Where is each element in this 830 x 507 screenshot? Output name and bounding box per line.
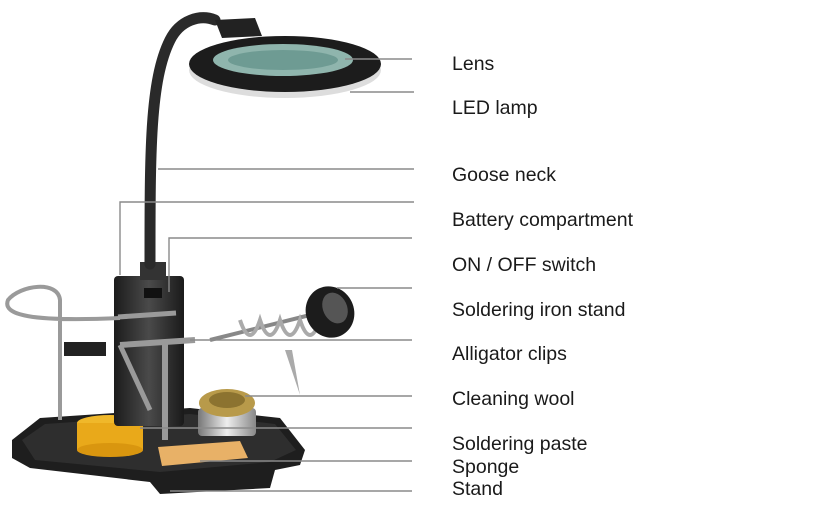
alligator-clips-shape <box>5 284 196 440</box>
label-soldering-paste: Soldering paste <box>452 433 588 455</box>
label-on-off-switch: ON / OFF switch <box>452 254 597 276</box>
cleaning-wool-shape <box>198 389 256 436</box>
switch-shape <box>144 288 162 298</box>
magnifier-shape <box>189 18 381 98</box>
leader-line-battery-compartment <box>119 201 414 275</box>
leader-line-on-off-switch <box>168 237 412 292</box>
leader-lines <box>119 58 414 492</box>
label-stand: Stand <box>452 478 503 500</box>
gooseneck-shape <box>144 12 221 270</box>
soldering-iron-stand-shape <box>209 286 355 395</box>
label-goose-neck: Goose neck <box>452 164 557 186</box>
label-cleaning-wool: Cleaning wool <box>452 388 575 410</box>
label-alligator-clips: Alligator clips <box>452 343 567 365</box>
clip-handle-shape <box>64 342 106 356</box>
label-lens: Lens <box>452 53 495 75</box>
label-battery-compartment: Battery compartment <box>452 209 633 231</box>
label-sponge: Sponge <box>452 456 520 478</box>
label-soldering-iron-stand: Soldering iron stand <box>452 299 626 321</box>
sponge-shape <box>158 441 248 466</box>
label-led-lamp: LED lamp <box>452 97 538 119</box>
